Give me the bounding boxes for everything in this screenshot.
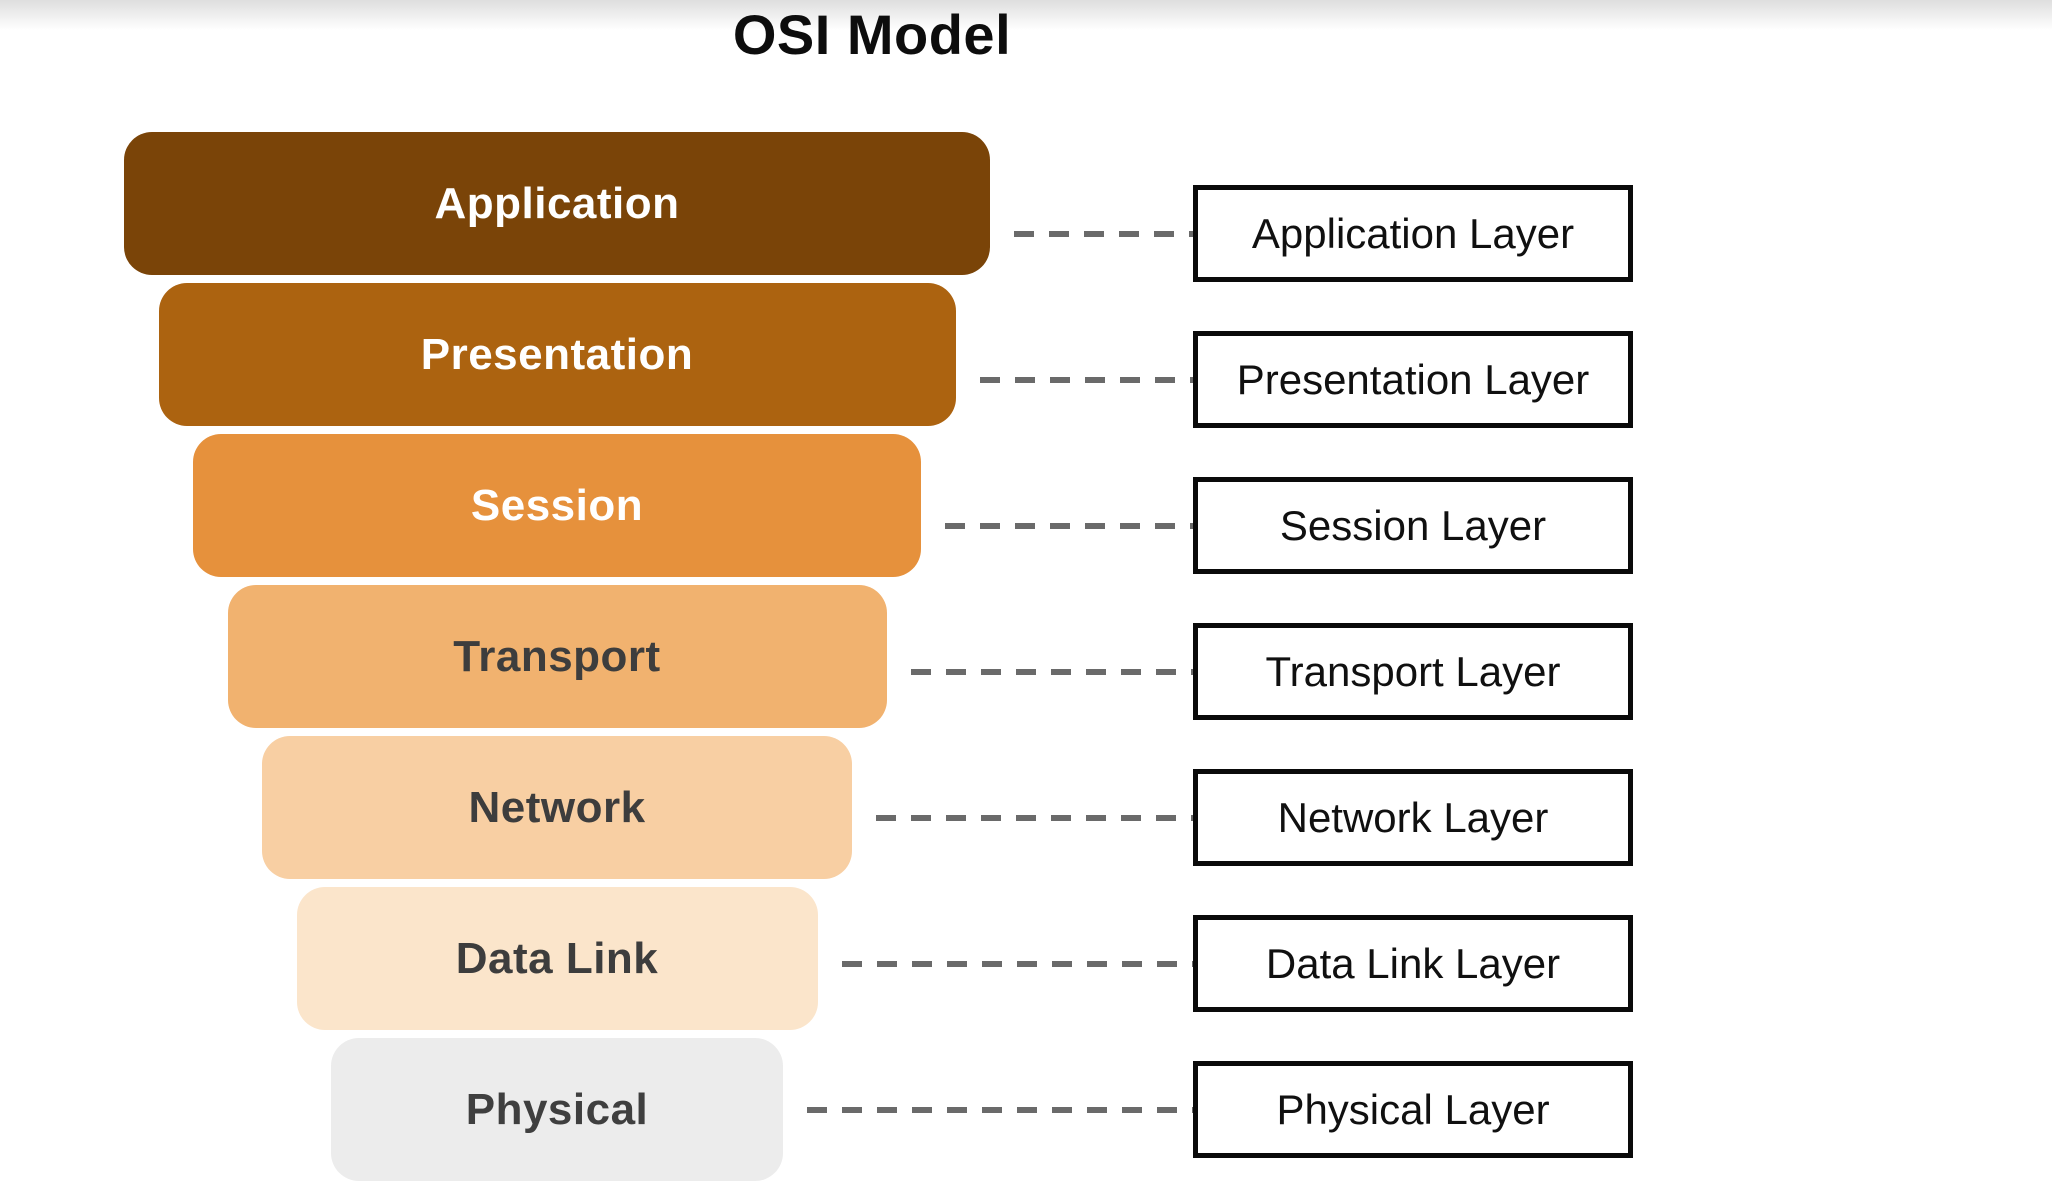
diagram-title: OSI Model xyxy=(732,3,1012,66)
funnel-layer-label: Network xyxy=(468,782,646,832)
funnel-layer-label: Session xyxy=(470,480,644,530)
connector-dashed-line-transport xyxy=(910,668,1193,675)
connector-dashed-line-physical xyxy=(807,1106,1193,1113)
layer-callout-session: Session Layer xyxy=(1193,477,1633,574)
layer-callout-transport: Transport Layer xyxy=(1193,623,1633,720)
funnel-layer-label: Presentation xyxy=(420,329,694,379)
funnel-layer-label: Transport xyxy=(453,631,661,681)
funnel-layer-session: Session xyxy=(193,434,921,577)
layer-callout-label: Application Layer xyxy=(1251,209,1575,257)
connector-dashed-line-session xyxy=(945,522,1193,529)
layer-callout-physical: Physical Layer xyxy=(1193,1061,1633,1158)
funnel-layer-presentation: Presentation xyxy=(158,283,956,426)
funnel-layer-network: Network xyxy=(262,736,852,879)
funnel-layer-application: Application xyxy=(124,132,990,275)
funnel-layer-physical: Physical xyxy=(331,1038,783,1181)
funnel-layer-label: Application xyxy=(434,178,680,228)
top-edge-gradient xyxy=(0,0,2052,30)
connector-dashed-line-network xyxy=(876,814,1193,821)
layer-callout-label: Network Layer xyxy=(1277,793,1549,841)
layer-callout-label: Physical Layer xyxy=(1276,1085,1550,1133)
connector-dashed-line-data-link xyxy=(841,960,1193,967)
funnel-layer-data-link: Data Link xyxy=(296,887,818,1030)
layer-callout-presentation: Presentation Layer xyxy=(1193,331,1633,428)
funnel-layer-transport: Transport xyxy=(227,585,887,728)
connector-dashed-line-application xyxy=(1014,230,1193,237)
layer-callout-label: Data Link Layer xyxy=(1265,939,1561,987)
layer-callout-label: Session Layer xyxy=(1279,501,1547,549)
funnel-layer-label: Data Link xyxy=(455,933,659,983)
layer-callout-data-link: Data Link Layer xyxy=(1193,915,1633,1012)
layer-callout-label: Presentation Layer xyxy=(1236,355,1590,403)
connector-dashed-line-presentation xyxy=(979,376,1193,383)
layer-callout-network: Network Layer xyxy=(1193,769,1633,866)
layer-callout-application: Application Layer xyxy=(1193,185,1633,282)
funnel-layer-label: Physical xyxy=(465,1084,649,1134)
layer-callout-label: Transport Layer xyxy=(1265,647,1561,695)
